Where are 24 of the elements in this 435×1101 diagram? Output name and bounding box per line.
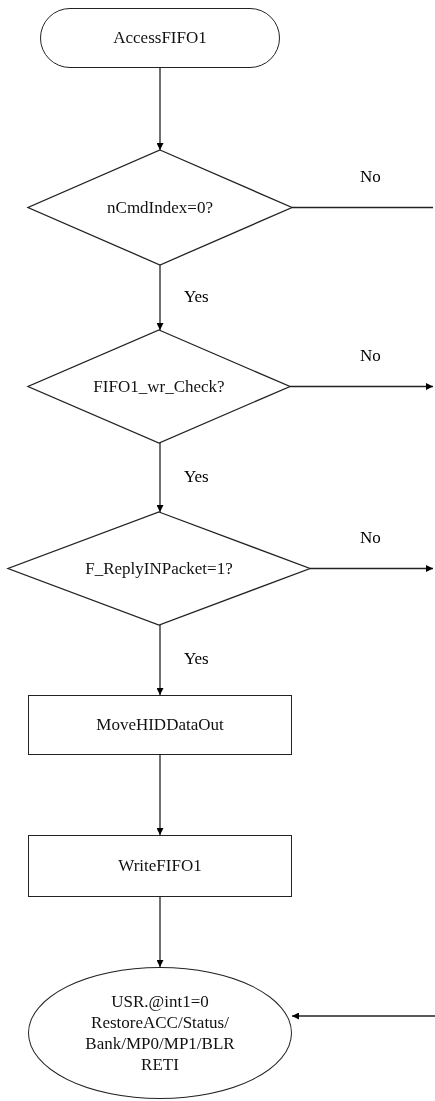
decision-diamond — [28, 330, 290, 443]
node-label: RETI — [141, 1054, 179, 1076]
arrow — [291, 1012, 435, 1020]
node-label: MoveHIDDataOut — [96, 714, 224, 736]
arrow — [156, 442, 164, 513]
node-label: USR.@int1=0 — [111, 990, 209, 1012]
node-label: nCmdIndex=0? — [107, 196, 213, 219]
process-box — [28, 835, 292, 897]
arrow — [289, 383, 434, 390]
arrow — [156, 624, 164, 696]
arrow — [309, 565, 434, 572]
process-box — [28, 695, 292, 755]
node-label: AccessFIFO1 — [113, 27, 207, 49]
node-label: WriteFIFO1 — [118, 855, 202, 877]
arrow — [156, 754, 164, 836]
decision-diamond — [28, 150, 292, 265]
node-label: RestoreACC/Status/ Bank/MP0/MP1/BLR — [84, 1011, 236, 1055]
node-label: FIFO1_wr_Check? — [93, 375, 225, 398]
terminal-shape — [40, 8, 280, 68]
decision-diamond — [8, 512, 310, 625]
arrow — [156, 896, 164, 968]
arrow — [156, 264, 164, 331]
node-label: F_ReplyINPacket=1? — [85, 557, 233, 580]
arrow — [156, 67, 164, 151]
